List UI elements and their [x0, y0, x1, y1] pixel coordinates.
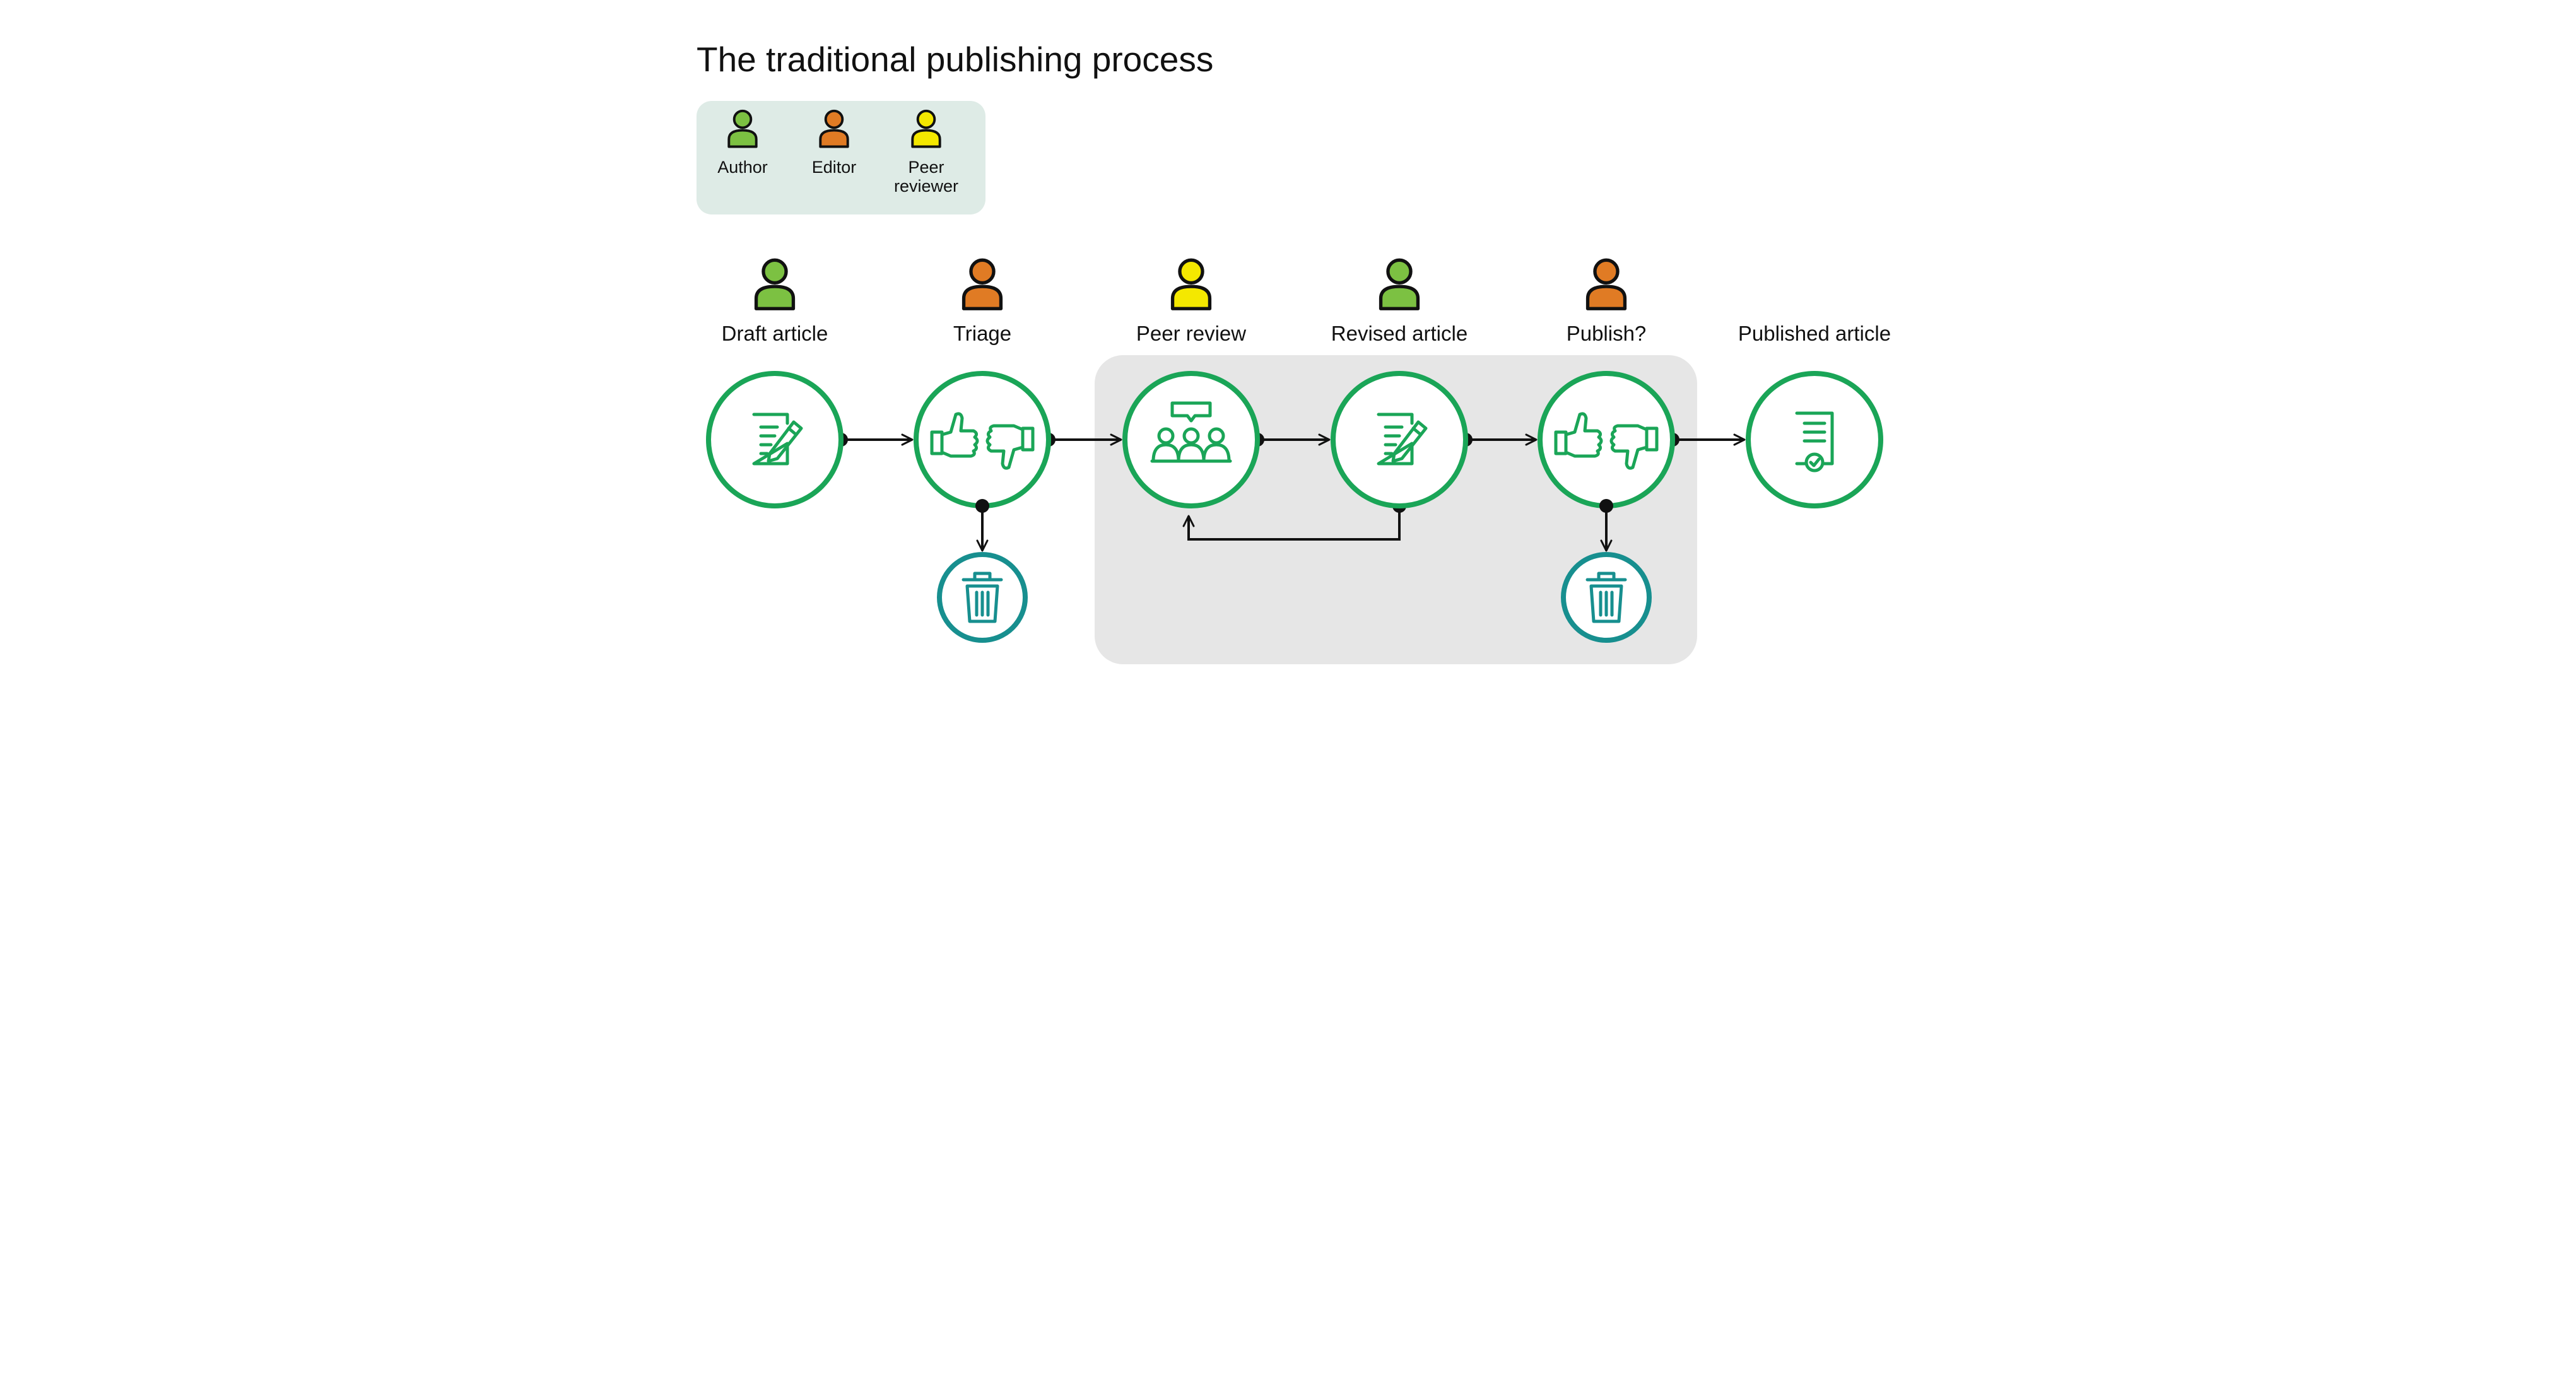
flow-arrow — [1666, 433, 1746, 447]
rejection-node — [1561, 499, 1652, 643]
editor-person-icon — [819, 109, 849, 148]
step-label: Draft article — [722, 322, 828, 345]
rejection-node — [937, 499, 1028, 643]
step-node — [706, 371, 844, 508]
step-role-icon-editor — [1585, 258, 1627, 310]
step-label: Published article — [1738, 322, 1891, 345]
thumbs-up-down-icon — [1554, 412, 1659, 470]
step-nodes — [706, 371, 1883, 508]
discussion-group-icon — [1150, 401, 1232, 463]
legend-label: reviewer — [894, 177, 958, 196]
step-label: Revised article — [1331, 322, 1467, 345]
step-label: Publish? — [1567, 322, 1647, 345]
trash-icon — [1585, 572, 1627, 623]
step-role-icon-author — [1379, 258, 1420, 310]
step-role-icon-editor — [962, 258, 1003, 310]
flow-arrow — [834, 433, 914, 447]
rejection-nodes — [937, 499, 1652, 643]
legend-item-author: Author — [717, 109, 768, 177]
legend-label: Author — [717, 158, 768, 177]
step-role-icon-peer-reviewer — [1170, 258, 1212, 310]
step-role-icon-author — [754, 258, 796, 310]
edit-document-icon — [1377, 413, 1428, 466]
peer-reviewer-person-icon — [911, 109, 941, 148]
thumbs-up-down-icon — [930, 412, 1035, 470]
step-headers: Draft article Triage Peer review Revised ar… — [722, 258, 1891, 345]
step-node — [1538, 371, 1675, 508]
step-node — [914, 371, 1051, 508]
legend-box — [697, 101, 985, 214]
diagram-title: The traditional publishing process — [697, 40, 1213, 79]
trash-icon — [962, 572, 1003, 623]
step-node — [1746, 371, 1883, 508]
legend-label: Peer — [908, 158, 944, 177]
step-node — [1122, 371, 1260, 508]
legend-label: Editor — [812, 158, 857, 177]
step-node — [1331, 371, 1468, 508]
step-label: Peer review — [1136, 322, 1246, 345]
edit-document-icon — [752, 413, 803, 466]
certified-document-icon — [1795, 411, 1834, 472]
author-person-icon — [727, 109, 758, 148]
step-label: Triage — [953, 322, 1011, 345]
legend-item-editor: Editor — [812, 109, 857, 177]
